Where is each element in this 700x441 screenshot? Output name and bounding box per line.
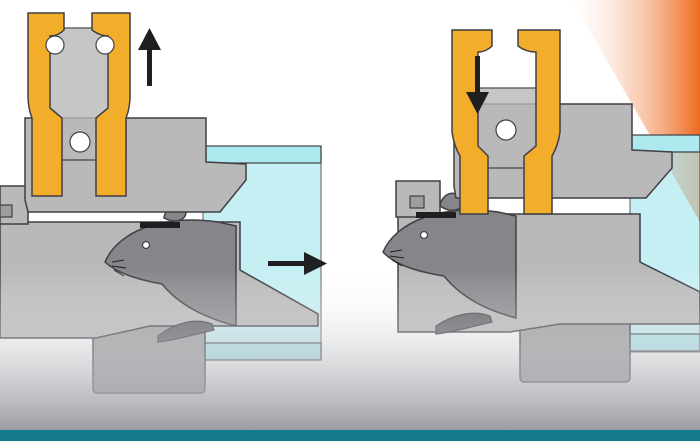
left-animal-eye <box>141 240 151 250</box>
left-clamp-hole-3 <box>69 131 91 153</box>
right-side-bracket-tab <box>409 195 425 209</box>
right-clamp <box>451 29 561 215</box>
right-animal-whiskers <box>389 249 405 267</box>
right-clamp-hole <box>495 119 517 141</box>
left-clamp <box>27 12 131 197</box>
left-glass-top <box>202 145 322 164</box>
arrow-down-icon <box>466 56 489 114</box>
left-side-bracket-tab <box>0 204 13 218</box>
right-animal-eye <box>419 230 429 240</box>
right-clamp-prong-right <box>517 29 561 215</box>
right-ear-bar <box>416 212 456 218</box>
bottom-bar <box>0 430 700 441</box>
left-clamp-prong-left <box>27 12 65 197</box>
arrow-up-icon <box>138 28 161 86</box>
left-ear-bar <box>140 222 180 228</box>
left-clamp-hole-1 <box>45 35 65 55</box>
bottom-fade <box>0 268 700 430</box>
left-clamp-prong-right <box>91 12 131 197</box>
right-glass-top <box>629 134 700 153</box>
left-clamp-hole-2 <box>95 35 115 55</box>
right-clamp-prong-left <box>451 29 493 215</box>
